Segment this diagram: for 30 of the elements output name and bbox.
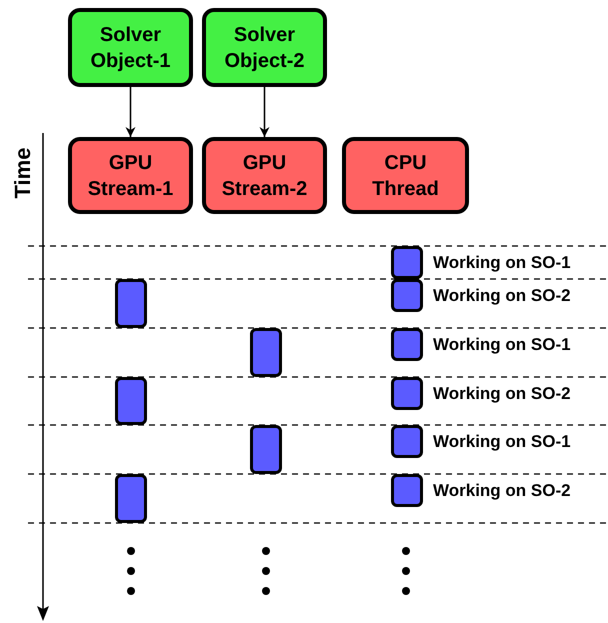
task-block (115, 279, 147, 328)
node-label: CPU Thread (371, 150, 440, 202)
task-block (391, 474, 423, 507)
task-block (250, 328, 282, 377)
node-label: GPU Stream-1 (86, 150, 174, 202)
task-description: Working on SO-1 (433, 252, 571, 272)
task-block (115, 474, 147, 523)
worker-box (202, 137, 327, 214)
task-description: Working on SO-1 (433, 334, 571, 354)
task-block (391, 377, 423, 410)
node-label: Solver Object-2 (223, 22, 306, 74)
task-block (391, 279, 423, 312)
task-block (250, 425, 282, 474)
task-block (391, 425, 423, 458)
task-description: Working on SO-2 (433, 480, 571, 500)
task-description: Working on SO-1 (433, 432, 571, 452)
arrow (126, 87, 136, 137)
solver-object-box (68, 8, 193, 87)
solver-object-box (202, 8, 327, 87)
axis-label: Time (10, 146, 36, 200)
node-label: GPU Stream-2 (220, 150, 308, 202)
node-label: Solver Object-1 (89, 22, 172, 74)
arrow (260, 87, 270, 137)
task-block (115, 377, 147, 425)
task-block (391, 328, 423, 361)
task-description: Working on SO-2 (433, 286, 571, 306)
task-block (391, 246, 423, 279)
worker-box (342, 137, 469, 214)
task-description: Working on SO-2 (433, 384, 571, 404)
worker-box (68, 137, 193, 214)
